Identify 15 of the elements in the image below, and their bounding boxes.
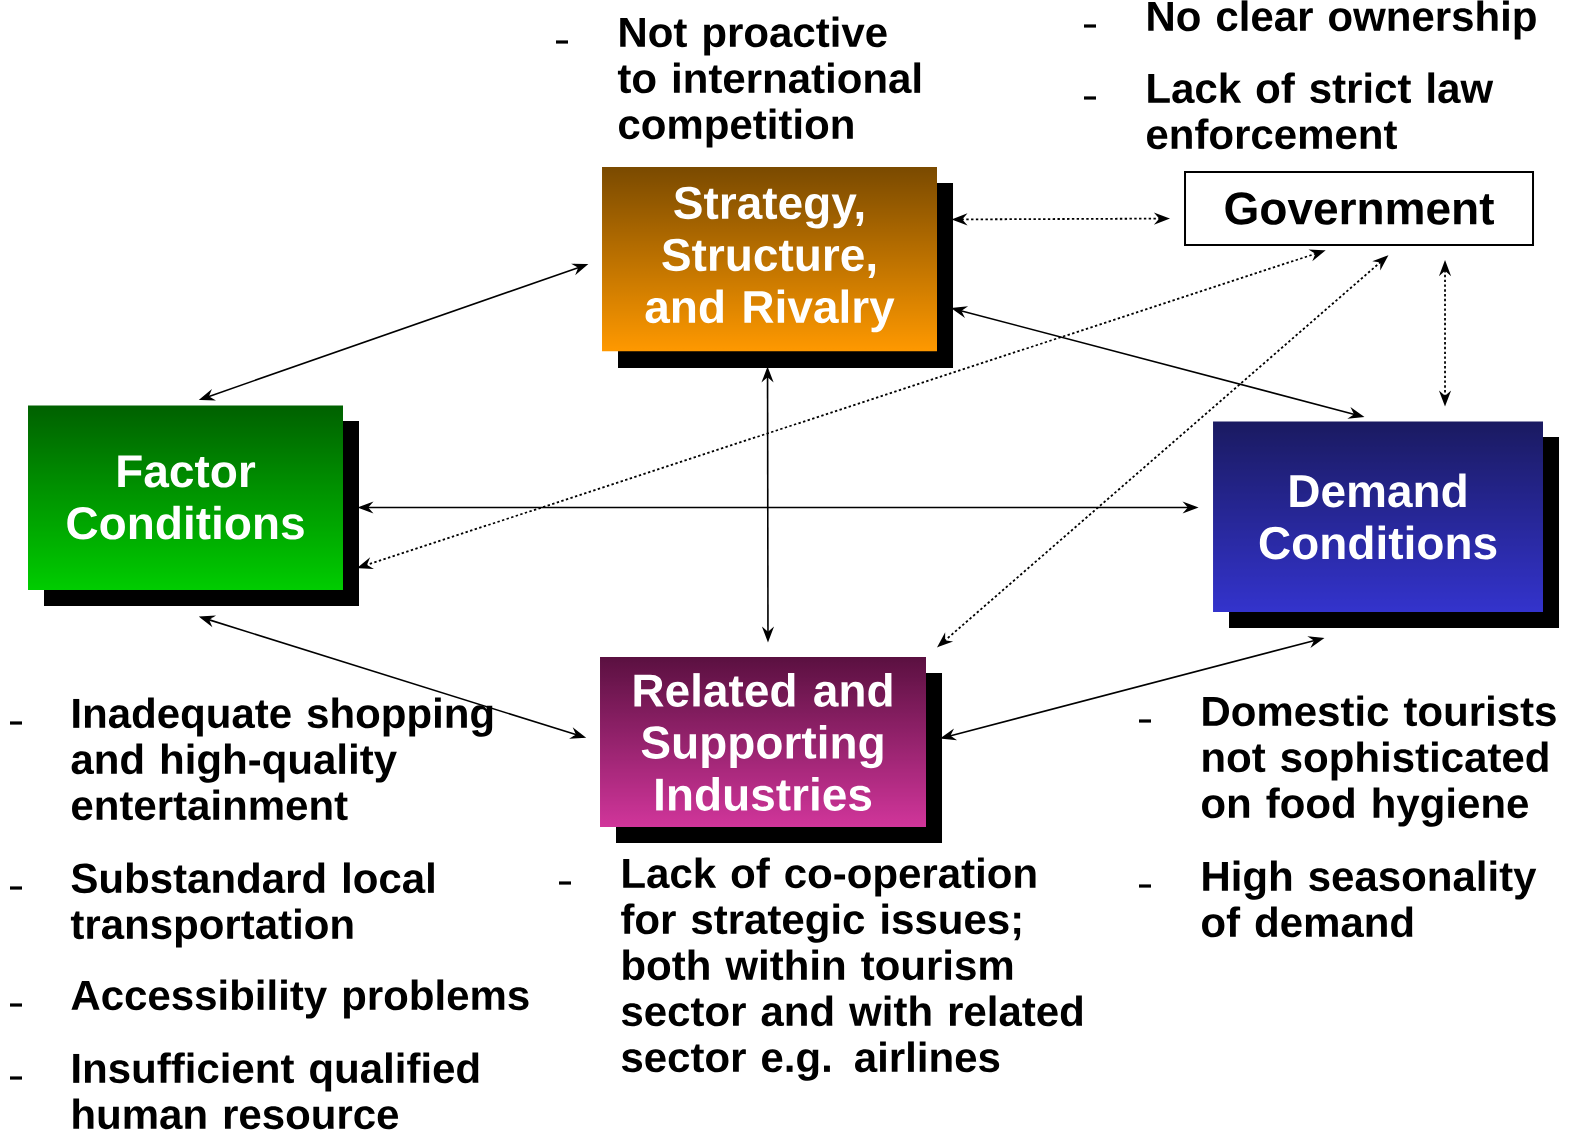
- bullet-text: Lack of co-operation for strategic issues; both within tourism sector and with related sector e.g. airlines: [621, 857, 1083, 1081]
- bullet-text: Inadequate shopping and high-quality entertainment: [71, 697, 493, 821]
- demand-box: Demand Conditions: [1213, 421, 1559, 628]
- factor-box: Factor Conditions: [28, 405, 359, 606]
- government-box: Government: [1184, 171, 1534, 246]
- bullet-text: Accessibility problems: [71, 979, 529, 1019]
- bullet-text: Substandard local transportation: [70, 862, 434, 948]
- bullet-text: Domestic tourists not sophisticated on food hygiene: [1202, 695, 1556, 827]
- strategy-box: Strategy, Structure, and Rivalry: [602, 167, 953, 368]
- bullet-text: High seasonality of demand: [1202, 860, 1537, 938]
- industries-box: Related and Supporting Industries: [600, 657, 942, 843]
- bullet-text: No clear ownership: [1148, 0, 1536, 40]
- bullet-text: Lack of strict law enforcement: [1147, 72, 1494, 150]
- bullet-text: Insufficient qualified human resource: [73, 1052, 479, 1130]
- bullet-text: Not proactive to international competition: [617, 16, 921, 148]
